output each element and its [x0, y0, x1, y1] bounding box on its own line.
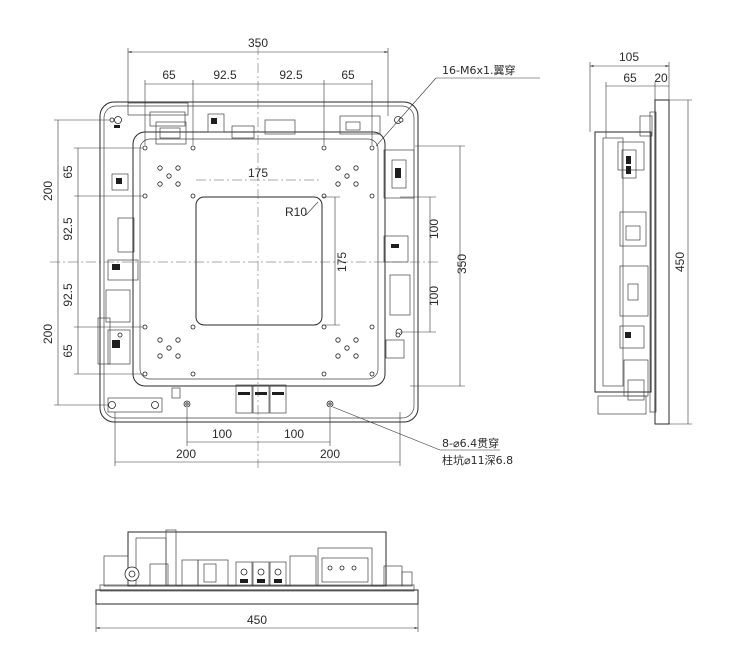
side-body	[594, 131, 652, 393]
bottom-body	[127, 531, 387, 587]
dim-left-65-top: 65	[61, 165, 75, 179]
dim-top-925-right: 92.5	[279, 68, 303, 82]
front-platform-inner	[139, 138, 379, 380]
top-right-module	[339, 115, 402, 135]
bottom-view	[95, 529, 419, 605]
dim-right-100-bottom: 100	[427, 286, 441, 306]
dim-side-overall-depth: 105	[619, 50, 639, 64]
dim-left-925-top: 92.5	[61, 217, 75, 241]
hole-callout-line1: 8-⌀6.4贯穿	[442, 436, 499, 450]
dim-top-65-left: 65	[162, 68, 176, 82]
central-window	[195, 196, 323, 326]
dim-bottom-100-right: 100	[284, 427, 304, 441]
through-holes	[109, 117, 404, 408]
dim-bottom-200-left: 200	[176, 447, 196, 461]
dim-top-overall: 350	[248, 36, 268, 50]
thread-callout: 16-M6x1.翼穿	[442, 63, 515, 77]
bottom-front-plate	[95, 589, 419, 605]
dim-side-65: 65	[623, 71, 637, 85]
dim-left-200-top: 200	[41, 181, 55, 201]
hole-clusters	[157, 165, 359, 359]
dim-bottom-200-right: 200	[320, 447, 340, 461]
dim-inner-height: 175	[335, 252, 349, 272]
dim-side-20: 20	[654, 71, 668, 85]
front-platform	[132, 131, 386, 387]
dim-bottom-width: 450	[247, 613, 267, 627]
front-dimensions: 350 65 92.5 92.5 65 16-M6x1.翼穿 175 R10 1…	[41, 36, 540, 467]
side-view	[594, 99, 670, 425]
dim-right-100-top: 100	[427, 219, 441, 239]
dim-bottom-100-left: 100	[212, 427, 232, 441]
dim-left-925-bottom: 92.5	[61, 283, 75, 307]
dim-side-height: 450	[673, 252, 687, 272]
front-view	[50, 45, 440, 468]
side-dimensions: 105 65 20 450	[589, 50, 692, 425]
bottom-connectors	[107, 384, 287, 414]
right-side-module	[383, 149, 415, 359]
dim-left-200-bottom: 200	[41, 324, 55, 344]
left-side-module	[97, 173, 139, 365]
bottom-dimensions: 450	[95, 604, 419, 632]
dim-top-925-left: 92.5	[213, 68, 237, 82]
dim-top-65-right: 65	[341, 68, 355, 82]
front-outer-plate-inner-edge	[103, 105, 415, 419]
radius-label: R10	[285, 205, 307, 219]
hole-callout-line2: 柱坑⌀11深6.8	[442, 453, 513, 467]
dim-right-350: 350	[455, 254, 469, 274]
dim-inner-width: 175	[248, 166, 268, 180]
dim-left-65-bottom: 65	[61, 344, 75, 358]
top-left-module	[114, 102, 296, 145]
side-front-plate	[654, 99, 670, 425]
